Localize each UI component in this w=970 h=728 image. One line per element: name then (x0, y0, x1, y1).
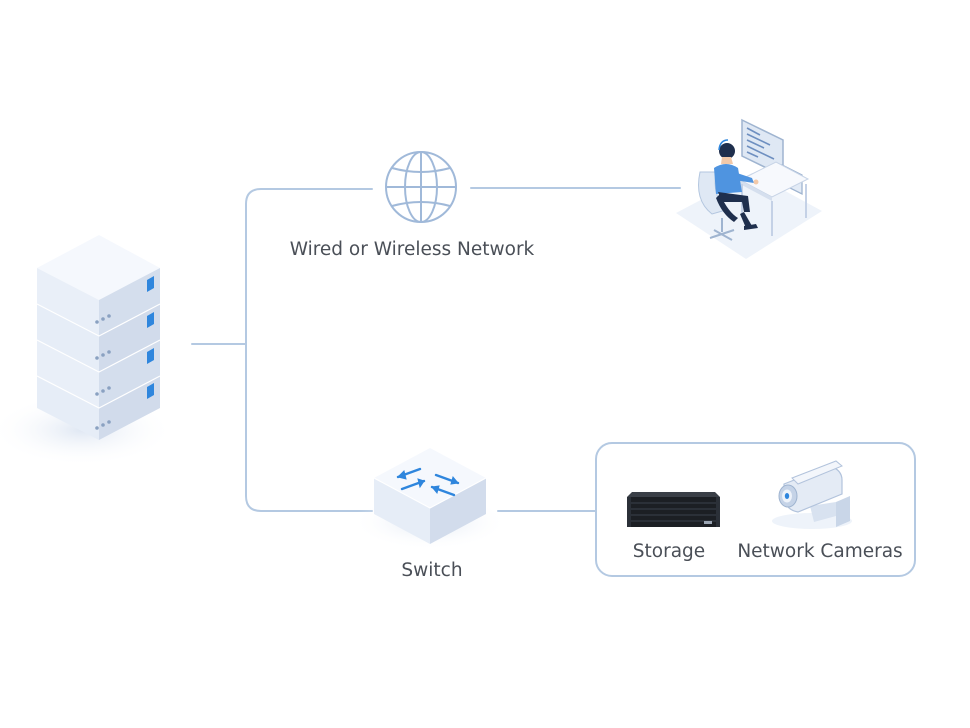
devices-group: Storage Network Cameras (595, 442, 916, 577)
connector-to-switch (245, 343, 373, 512)
connector-lines (191, 187, 681, 512)
network-label: Wired or Wireless Network (290, 239, 535, 260)
server-unit (37, 268, 160, 336)
switch-label: Switch (401, 560, 462, 581)
server-unit (37, 304, 160, 372)
security-camera-icon (772, 460, 852, 529)
server-unit (37, 340, 160, 408)
storage-label: Storage (633, 541, 705, 562)
globe-icon (385, 151, 457, 223)
network-switch-icon (352, 448, 508, 550)
storage-array-icon (627, 492, 720, 527)
cameras-label: Network Cameras (737, 541, 902, 562)
person-at-workstation-icon (676, 118, 822, 259)
connector-to-network (245, 188, 373, 345)
server-rack-icon (0, 235, 174, 466)
server-unit (37, 376, 160, 440)
